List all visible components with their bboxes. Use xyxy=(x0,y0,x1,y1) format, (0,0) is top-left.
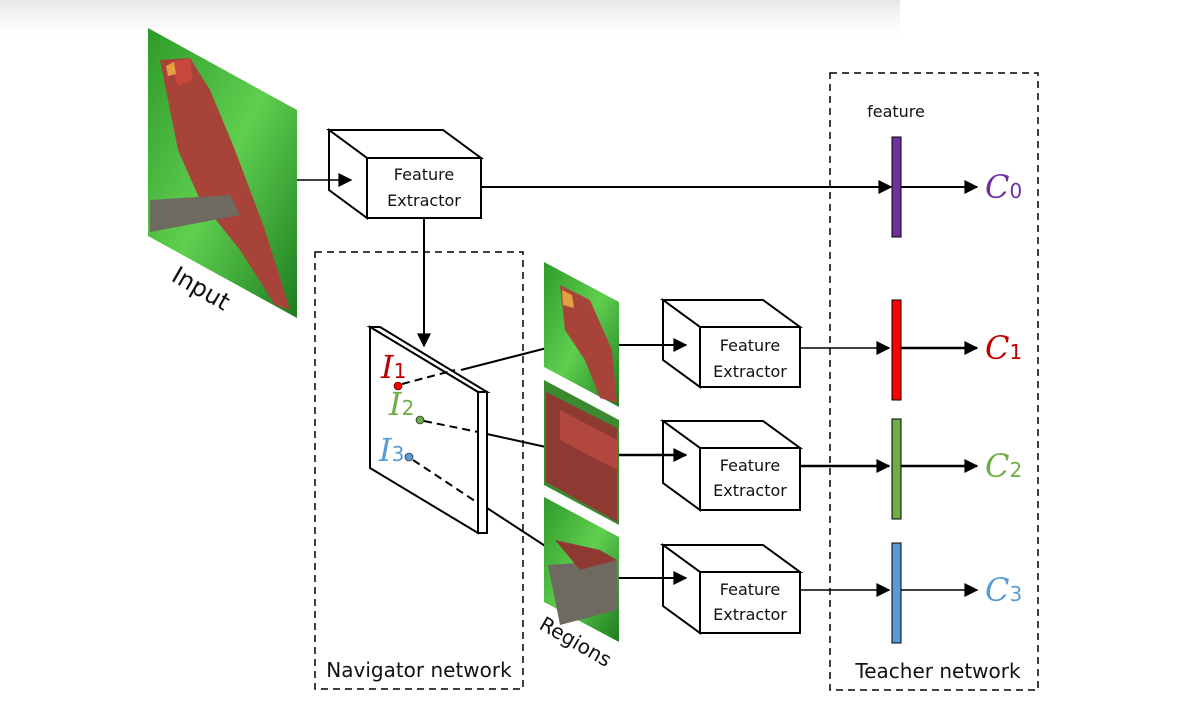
feature-extractor-main-line1: Feature xyxy=(394,165,454,184)
input-image xyxy=(148,28,297,318)
region-image-3 xyxy=(544,497,619,642)
region-point-label-2: I2 xyxy=(388,385,414,423)
feature-bar-2 xyxy=(891,418,902,520)
class-label-c1: C1 xyxy=(985,329,1022,367)
feature-bar-0 xyxy=(891,136,902,238)
teacher-network-box xyxy=(829,72,1039,691)
region-point-label-3: I3 xyxy=(378,431,404,469)
class-label-c3: C3 xyxy=(985,571,1022,609)
region-point-1 xyxy=(393,381,403,391)
feature-extractor-2-line2: Extractor xyxy=(713,481,787,500)
feature-extractor-3 xyxy=(659,543,804,635)
navigator-network-label: Navigator network xyxy=(326,658,512,682)
dash-2 xyxy=(423,420,479,433)
feature-extractor-1-line1: Feature xyxy=(720,336,780,355)
dash-1 xyxy=(401,369,456,385)
feature-extractor-2-line1: Feature xyxy=(720,456,780,475)
feature-extractor-main-line2: Extractor xyxy=(387,191,461,210)
feature-bar-1 xyxy=(891,299,902,401)
feature-extractor-3-line2: Extractor xyxy=(713,605,787,624)
class-label-c2: C2 xyxy=(985,447,1022,485)
region-point-3 xyxy=(404,452,414,462)
feature-extractor-3-line1: Feature xyxy=(720,580,780,599)
class-label-c0: C0 xyxy=(985,168,1022,206)
region-image-2 xyxy=(544,380,619,525)
region-point-label-1: I1 xyxy=(380,348,406,386)
navigator-plane xyxy=(366,325,491,535)
feature-extractor-2 xyxy=(659,419,804,512)
feature-label: feature xyxy=(867,102,925,121)
navigator-network-box xyxy=(314,251,524,690)
region-image-1 xyxy=(544,262,619,407)
region-point-2 xyxy=(415,415,425,425)
feature-extractor-1-line2: Extractor xyxy=(713,362,787,381)
teacher-network-label: Teacher network xyxy=(854,659,1021,683)
top-shadow xyxy=(0,0,900,45)
feature-bar-3 xyxy=(891,542,902,644)
